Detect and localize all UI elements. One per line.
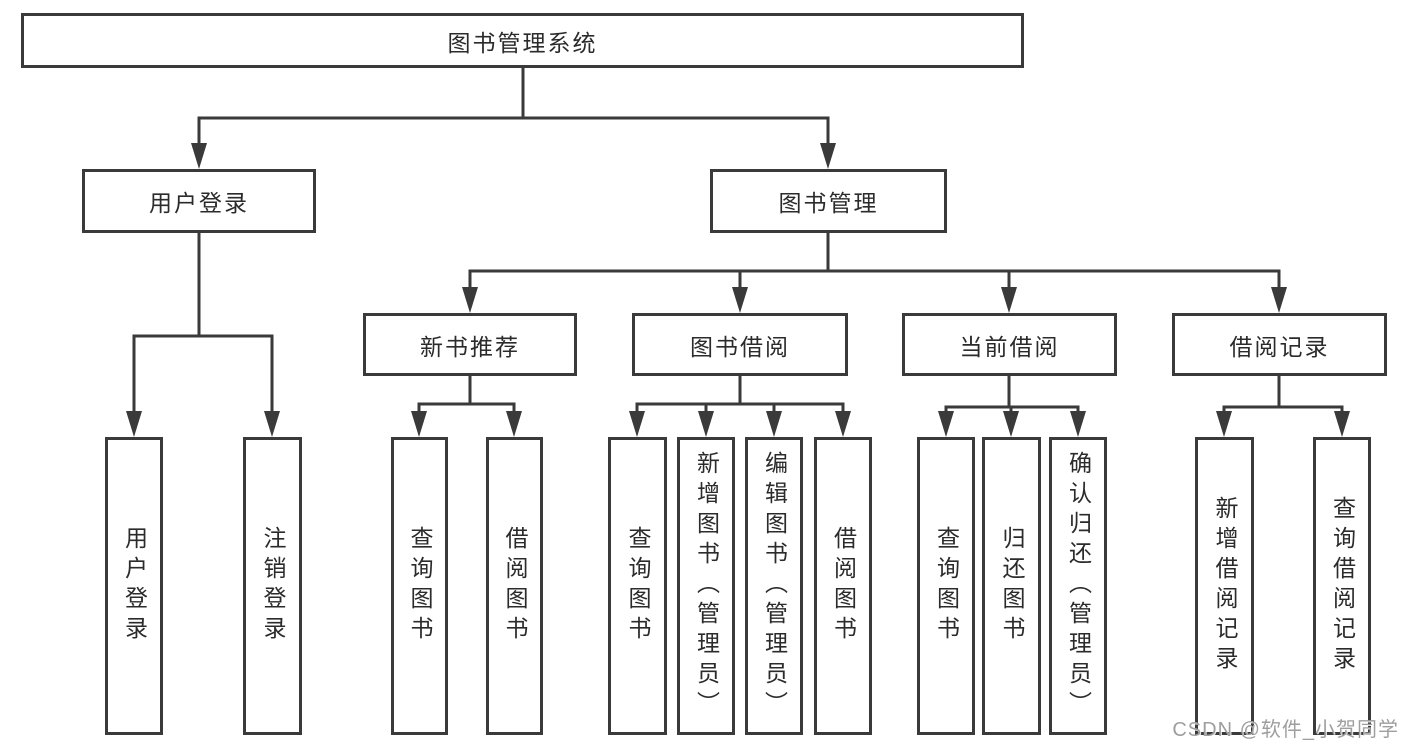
node-label: 新增借阅记录 — [1212, 496, 1238, 676]
node-label: 编辑图书（管理员） — [761, 451, 788, 721]
node-new-book-recommendation: 新书推荐 — [363, 313, 577, 376]
arrow-icon — [264, 411, 280, 437]
leaf-edit-books-admin: 编辑图书（管理员） — [745, 437, 803, 735]
leaf-return-books: 归还图书 — [982, 437, 1041, 735]
arrow-icon — [938, 411, 954, 437]
node-label: 借阅图书 — [830, 526, 857, 646]
node-label: 查询图书 — [407, 526, 433, 646]
arrow-icon — [1003, 411, 1019, 437]
arrowheads — [126, 143, 1350, 437]
edge-newbookrec-to-leaves — [417, 374, 516, 416]
node-label: 新书推荐 — [420, 333, 520, 360]
node-borrowing-records: 借阅记录 — [1172, 313, 1387, 376]
node-book-borrowing: 图书借阅 — [632, 313, 848, 376]
leaf-user-login: 用户登录 — [105, 437, 163, 735]
node-user-login: 用户登录 — [82, 169, 316, 233]
arrow-icon — [1001, 287, 1017, 313]
arrow-icon — [820, 143, 836, 169]
arrow-icon — [411, 411, 427, 437]
arrow-icon — [126, 411, 142, 437]
arrow-icon — [1070, 411, 1086, 437]
node-label: 用户登录 — [149, 190, 249, 216]
leaf-logout: 注销登录 — [243, 437, 302, 735]
node-label: 确认归还（管理员） — [1065, 451, 1092, 721]
edge-bookmgmt-to-level3 — [468, 231, 1281, 293]
arrow-icon — [629, 411, 645, 437]
node-label: 图书管理 — [778, 190, 879, 216]
node-label: 图书借阅 — [690, 333, 790, 360]
edge-userlogin-to-leaves — [132, 231, 274, 416]
leaf-query-borrow-record: 查询借阅记录 — [1313, 437, 1371, 735]
arrow-icon — [506, 411, 522, 437]
node-label: 查询图书 — [933, 526, 960, 646]
node-label: 新增图书（管理员） — [693, 451, 720, 721]
arrow-icon — [732, 287, 748, 313]
leaf-query-books-borrowing: 查询图书 — [608, 437, 667, 735]
arrow-icon — [1334, 411, 1350, 437]
edge-bookborrow-to-leaves — [635, 374, 845, 416]
node-label: 查询图书 — [625, 526, 651, 646]
node-label: 图书管理系统 — [447, 29, 598, 56]
edge-root-to-level2 — [197, 66, 830, 149]
arrow-icon — [462, 287, 478, 313]
leaf-query-books-recommend: 查询图书 — [391, 437, 448, 735]
arrow-icon — [766, 411, 782, 437]
watermark: CSDN @软件_小贺同学 — [1172, 719, 1399, 741]
arrow-icon — [698, 411, 714, 437]
node-book-management: 图书管理 — [710, 169, 947, 233]
node-root-system: 图书管理系统 — [21, 13, 1024, 68]
node-label: 注销登录 — [260, 526, 286, 646]
leaf-confirm-return-admin: 确认归还（管理员） — [1049, 437, 1107, 735]
node-label: 当前借阅 — [959, 333, 1060, 360]
leaf-borrow-books-recommend: 借阅图书 — [486, 437, 543, 735]
node-label: 归还图书 — [999, 526, 1025, 646]
arrow-icon — [835, 411, 851, 437]
leaf-add-borrow-record: 新增借阅记录 — [1195, 437, 1254, 735]
arrow-icon — [1271, 287, 1287, 313]
node-current-borrowing: 当前借阅 — [902, 313, 1117, 376]
node-label: 借阅图书 — [502, 526, 528, 646]
edge-currentborrow-to-leaves — [944, 374, 1080, 416]
node-label: 借阅记录 — [1229, 333, 1330, 360]
node-label: 查询借阅记录 — [1329, 496, 1356, 676]
leaf-query-books-current: 查询图书 — [917, 437, 975, 735]
edge-borrowrecords-to-leaves — [1222, 374, 1344, 416]
node-label: 用户登录 — [121, 526, 148, 646]
arrow-icon — [1216, 411, 1232, 437]
leaf-borrow-books: 借阅图书 — [814, 437, 872, 735]
leaf-add-books-admin: 新增图书（管理员） — [677, 437, 735, 735]
arrow-icon — [191, 143, 207, 169]
